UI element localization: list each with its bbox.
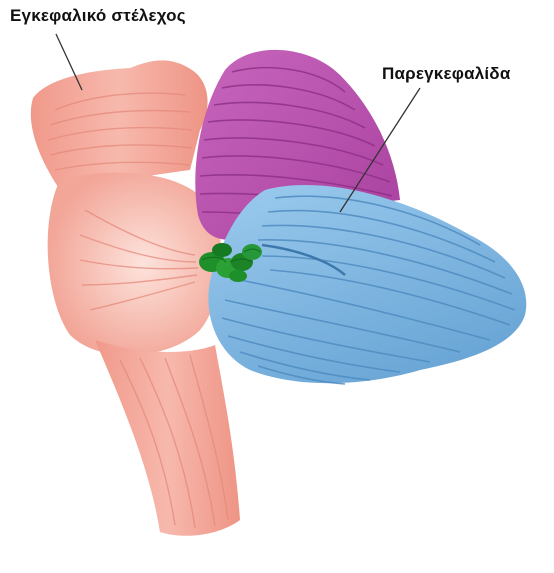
medulla [95, 340, 240, 536]
cerebellum-label: Παρεγκεφαλίδα [382, 64, 510, 84]
pons [48, 173, 222, 356]
cerebellum-lower-lobe [208, 185, 526, 384]
brainstem-label: Εγκεφαλικό στέλεχος [10, 6, 186, 26]
midbrain [31, 60, 208, 190]
